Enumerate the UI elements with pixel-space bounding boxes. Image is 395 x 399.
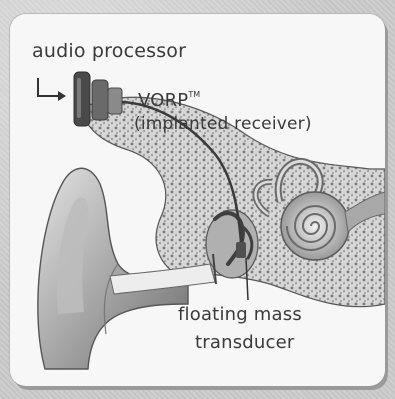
transducer-label-line-1: floating mass xyxy=(178,304,302,325)
diagram-card: audio processor VORPTM (implanted receiv… xyxy=(10,14,385,386)
ear-anatomy-illustration xyxy=(10,14,385,386)
processor-pointer-arrow xyxy=(38,78,66,101)
vorp-label-text: VORP xyxy=(138,90,188,111)
audio-processor-device xyxy=(74,72,90,126)
vorp-label: VORPTM xyxy=(138,90,200,111)
trademark-symbol: TM xyxy=(188,90,200,99)
audio-processor-label: audio processor xyxy=(32,40,186,62)
transducer-label-line-2: transducer xyxy=(195,332,294,353)
floating-mass-transducer xyxy=(236,242,246,258)
implanted-receiver-label: (implanted receiver) xyxy=(134,114,312,134)
cochlea xyxy=(281,192,349,260)
